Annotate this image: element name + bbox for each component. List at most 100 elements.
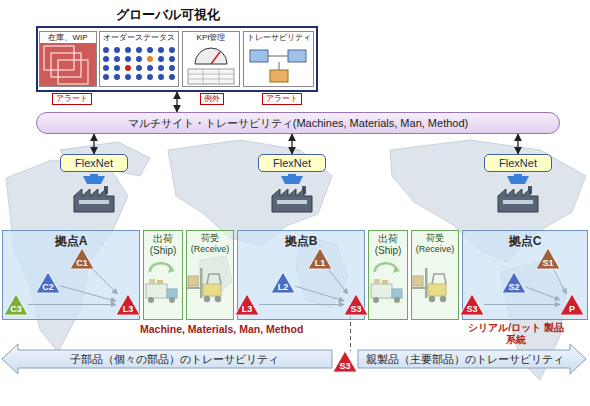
factory-body [74, 189, 114, 212]
scope-arrow: 子部品（個々の部品）のトレーサビリティ [2, 344, 332, 374]
status-dot [136, 74, 142, 80]
part-triangle: S3 [344, 294, 368, 315]
status-dot [147, 74, 153, 80]
triangle-fill [70, 248, 94, 269]
triangle-fill [344, 294, 368, 315]
order-status-dots [103, 47, 175, 80]
status-dot [158, 65, 164, 71]
node-label: 親製品（主要部品）のトレーサビリティ [366, 352, 578, 367]
triangle-fill [460, 294, 484, 315]
status-dot [169, 47, 175, 53]
status-dot [125, 56, 131, 62]
ship-box: 出荷 (Ship) [368, 230, 408, 320]
four-m-note: Machine, Materials, Man, Method [140, 323, 303, 335]
connector [176, 92, 177, 112]
status-dot [158, 74, 164, 80]
node-label: L3 [242, 305, 253, 314]
part-triangle: S3 [333, 351, 357, 372]
serial-lot-note: シリアル/ロット 製品系統 [468, 322, 564, 345]
node-label: C3 [10, 305, 22, 314]
node-label: 荷受 (Receive) [189, 233, 231, 255]
triangle-fill [271, 272, 295, 293]
status-dot [147, 65, 153, 71]
dashboard-panel: KPI管理 [182, 31, 240, 87]
alert-tag: アラート [262, 93, 302, 105]
status-dot [147, 47, 153, 53]
receive-box: 荷受 (Receive) [411, 230, 459, 320]
node-label: オーダーステータス [103, 32, 175, 43]
status-dot [169, 56, 175, 62]
factory-body [272, 189, 312, 212]
node-label: FlexNet [75, 157, 113, 169]
node-label: C2 [42, 283, 54, 292]
inventory-panel-art [44, 46, 88, 84]
factory-window [79, 200, 109, 204]
status-dot [136, 65, 142, 71]
factory-icon [498, 174, 538, 212]
node-label: KPI管理 [197, 32, 226, 43]
factory-window [503, 200, 533, 204]
status-dot [158, 47, 164, 53]
dashboard-panel: トレーサビリティ [243, 31, 314, 87]
flexnet-box: FlexNet [484, 154, 552, 172]
upload-arrow [507, 174, 529, 184]
kpi-gauge [188, 48, 234, 84]
status-dot [114, 47, 120, 53]
site-box: 拠点C S3 S2 S1P [462, 230, 588, 320]
status-dot [169, 65, 175, 71]
node-label: C1 [76, 259, 88, 268]
node-label: 在庫、WIP [40, 32, 96, 43]
node-label: L2 [278, 283, 289, 292]
ship-box: 出荷 (Ship) [143, 230, 183, 320]
receive-box: 荷受 (Receive) [186, 230, 234, 320]
node-label: S1 [542, 259, 553, 268]
part-triangle: C3 [4, 294, 28, 315]
status-dot [103, 74, 109, 80]
part-triangle: S2 [502, 272, 526, 293]
flexnet-box: FlexNet [60, 154, 128, 172]
status-dot [158, 56, 164, 62]
factory-window [277, 200, 307, 204]
status-dot [103, 47, 109, 53]
connector [93, 134, 94, 154]
node-label: FlexNet [273, 157, 311, 169]
part-triangle: S1 [536, 248, 560, 269]
trace-flow-art [250, 50, 306, 82]
dashboard-panel: 在庫、WIP [39, 31, 97, 87]
arrow-fill [2, 344, 332, 374]
triangle-fill [536, 248, 560, 269]
part-triangle: C2 [36, 272, 60, 293]
node-label: 拠点B [285, 233, 318, 250]
dashboard-panel: オーダーステータス [99, 31, 179, 87]
triangle-fill [308, 248, 332, 269]
factory-icon [272, 174, 312, 212]
node-label: 荷受 (Receive) [414, 233, 456, 255]
factory-icon [74, 174, 114, 212]
node-label: 拠点C [509, 233, 542, 250]
node-label: マルチサイト・トレーサビリティ(Machines, Materials, Man… [128, 116, 468, 131]
triangle-fill [560, 294, 584, 315]
part-triangle: L3 [116, 294, 140, 315]
status-dot [103, 56, 109, 62]
part-triangle: L1 [308, 248, 332, 269]
product-triangle: P [560, 294, 584, 315]
dashboard-frame: グローバル可視化在庫、WIPオーダーステータスKPI管理トレーサビリティ [36, 26, 318, 92]
part-triangle: S3 [460, 294, 484, 315]
status-dot [125, 65, 131, 71]
node-label: L3 [123, 305, 134, 314]
node-label: S2 [508, 283, 519, 292]
exception-tag: 例外 [200, 93, 224, 105]
alert-tag: アラート [52, 93, 92, 105]
traceability-band: マルチサイト・トレーサビリティ(Machines, Materials, Man… [36, 112, 560, 134]
status-dot [147, 56, 153, 62]
site-box: 拠点B L3 L2 L1S3 [237, 230, 365, 320]
node-label: 子部品（個々の部品）のトレーサビリティ [56, 352, 279, 367]
connector [350, 315, 351, 351]
node-label: 拠点A [55, 233, 88, 250]
node-label: 出荷 (Ship) [146, 233, 180, 256]
status-dot [114, 56, 120, 62]
status-dot [125, 47, 131, 53]
part-triangle: L3 [235, 294, 259, 315]
node-label: P [569, 305, 575, 314]
